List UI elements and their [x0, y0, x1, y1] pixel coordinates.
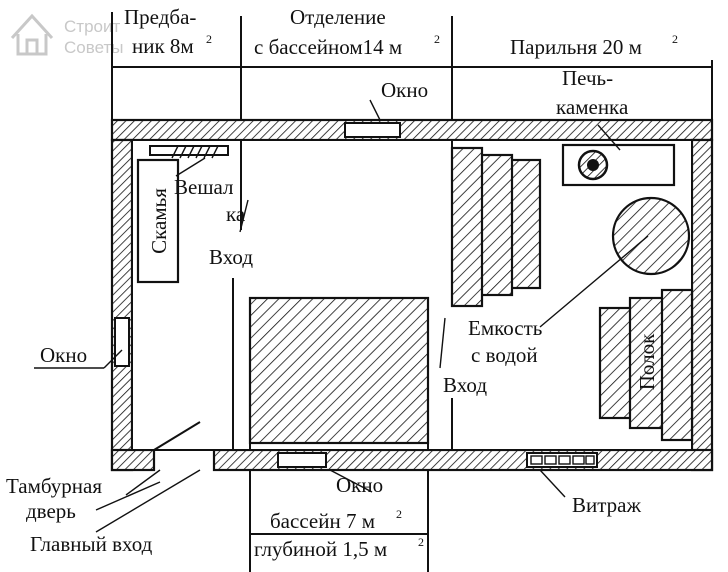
leader-lines: [34, 99, 649, 533]
window-bottom: [277, 452, 327, 468]
label-main-entrance: Главный вход: [30, 532, 153, 556]
label-pool-depth-sup: 2: [418, 535, 424, 549]
label-entrance-right: Вход: [443, 373, 487, 397]
label-pool-size-sup: 2: [396, 507, 402, 521]
label-tank-1: Емкость: [468, 316, 542, 340]
label-predbannik-1: Предба-: [124, 5, 196, 29]
label-pool-room-1: Отделение: [290, 5, 386, 29]
bench: Скамья: [136, 158, 180, 284]
label-stained-glass: Витраж: [572, 493, 641, 517]
bench-label: Скамья: [147, 188, 171, 254]
label-entrance-left: Вход: [209, 245, 253, 269]
label-pool-room-2: с бассейном14 м: [254, 35, 402, 59]
house-logo-icon: [10, 13, 54, 56]
label-predbannik-sup: 2: [206, 32, 212, 46]
label-predbannik-2: ник 8м: [132, 34, 194, 58]
vestibule-door: [153, 421, 201, 470]
water-tank: [611, 196, 691, 276]
label-parilka: Парильня 20 м: [510, 35, 642, 59]
label-pool-depth: глубиной 1,5 м: [254, 537, 387, 561]
top-dimension-lines: [111, 12, 713, 120]
label-tank-2: с водой: [471, 343, 538, 367]
label-hanger-2: ка: [226, 202, 246, 226]
label-pool-room-sup: 2: [434, 32, 440, 46]
stained-glass-window: [526, 452, 598, 468]
watermark: Строит Советы: [10, 13, 123, 57]
label-window-top: Окно: [381, 78, 428, 102]
label-parilka-sup: 2: [672, 32, 678, 46]
shelf-polok: Полок: [598, 288, 694, 442]
label-vestibule-2: дверь: [26, 499, 76, 523]
label-window-bottom: Окно: [336, 473, 383, 497]
stove-heater: [561, 143, 676, 187]
stepped-shelves-upper: [450, 146, 542, 308]
label-window-left: Окно: [40, 343, 87, 367]
watermark-line-2: Советы: [64, 38, 123, 57]
shelf-label: Полок: [635, 333, 659, 390]
pool: [248, 296, 430, 445]
watermark-line-1: Строит: [64, 17, 120, 36]
label-stove-2: каменка: [556, 95, 629, 119]
label-hanger-1: Вешал: [174, 175, 233, 199]
label-vestibule-1: Тамбурная: [6, 474, 102, 498]
label-pool-size: бассейн 7 м: [270, 509, 375, 533]
hanger: [149, 145, 229, 159]
window-top: [344, 122, 401, 138]
label-stove-1: Печь-: [562, 66, 613, 90]
window-left: [114, 317, 130, 367]
